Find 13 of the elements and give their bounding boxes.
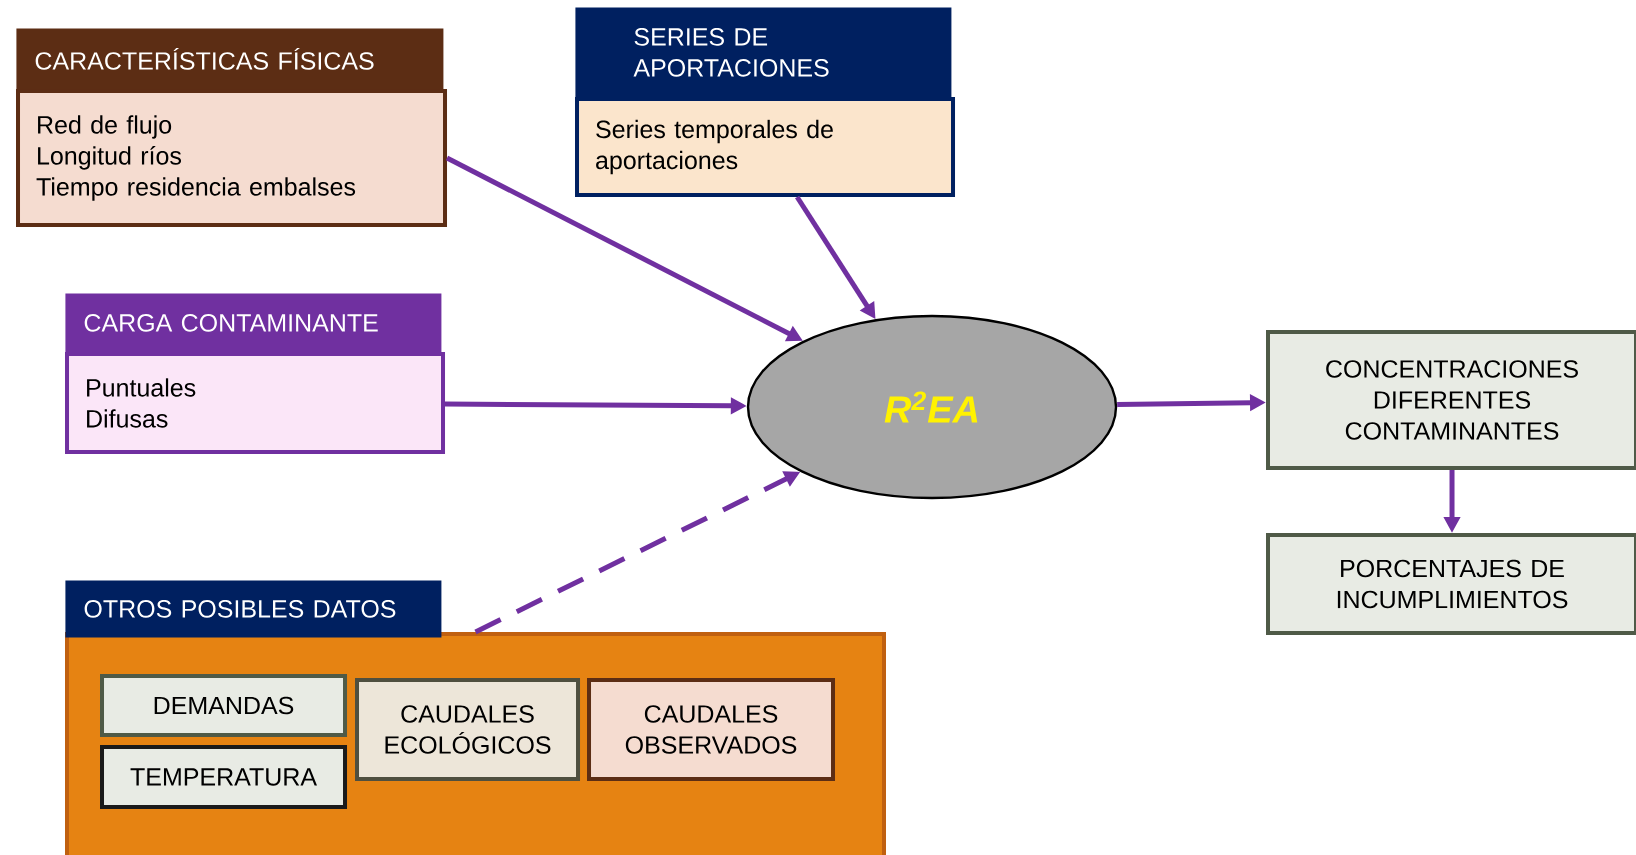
- info-box: Red de flujo Longitud ríos Tiempo residencia embalses: [16, 89, 447, 227]
- data-box: CAUDALES ECOLÓGICOS: [355, 678, 580, 781]
- data-box: TEMPERATURA: [100, 745, 347, 809]
- header-bar: OTROS POSIBLES DATOS: [65, 580, 442, 638]
- result-box: CONCENTRACIONES DIFERENTES CONTAMINANTES: [1266, 330, 1636, 470]
- result-box: PORCENTAJES DE INCUMPLIMIENTOS: [1266, 533, 1636, 635]
- data-box: DEMANDAS: [100, 674, 347, 737]
- header-bar: CARACTERÍSTICAS FÍSICAS: [16, 28, 444, 90]
- header-bar: SERIES DE APORTACIONES: [575, 7, 952, 98]
- info-box: Puntuales Difusas: [65, 352, 445, 454]
- header-bar: CARGA CONTAMINANTE: [65, 293, 442, 353]
- data-box: CAUDALES OBSERVADOS: [587, 678, 835, 781]
- info-box: Series temporales de aportaciones: [575, 97, 955, 197]
